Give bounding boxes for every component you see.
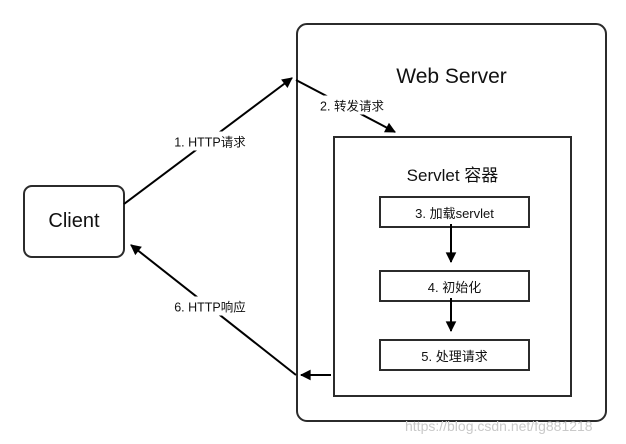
step-label: 3. 加载servlet <box>415 205 494 221</box>
servlet-container-node: Servlet 容器 3. 加载servlet 4. 初始化 5. 处理请求 <box>333 136 572 397</box>
watermark-text: https://blog.csdn.net/fg881218 <box>405 418 593 434</box>
step-label: 4. 初始化 <box>427 279 482 295</box>
edge-label-forward-request: 2. 转发请求 <box>317 95 387 115</box>
web-server-title: Web Server <box>396 65 507 88</box>
step-node-handle-request: 5. 处理请求 <box>379 339 530 371</box>
step-label: 5. 处理请求 <box>421 348 488 364</box>
edge-label-http-response: 6. HTTP响应 <box>171 296 249 316</box>
client-label: Client <box>48 210 100 232</box>
client-node: Client <box>23 185 125 258</box>
servlet-container-title: Servlet 容器 <box>406 166 499 185</box>
step-node-init: 4. 初始化 <box>379 270 530 302</box>
web-server-node: Web Server Servlet 容器 3. 加载servlet 4. 初始… <box>296 23 607 422</box>
edge-label-http-request: 1. HTTP请求 <box>171 131 249 151</box>
step-node-load-servlet: 3. 加载servlet <box>379 196 530 228</box>
